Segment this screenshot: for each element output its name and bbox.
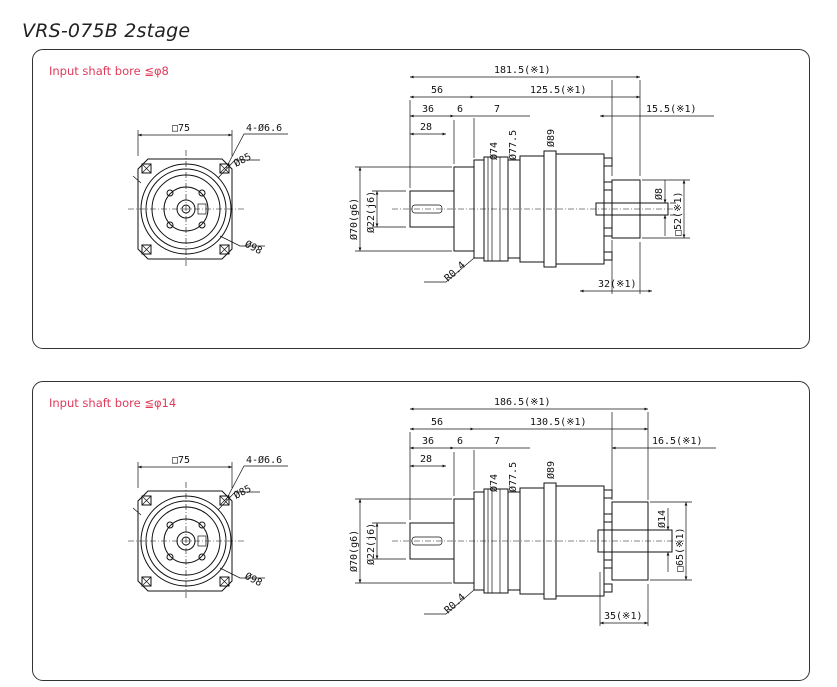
- panel-stage-bore-14: Input shaft bore ≦φ14: [32, 381, 810, 681]
- dim-89: Ø89: [545, 129, 557, 147]
- dim-36: 36: [422, 436, 434, 447]
- dim-input: Ø8: [653, 188, 665, 200]
- dim-74: Ø74: [488, 474, 500, 492]
- dim-input: Ø14: [656, 510, 668, 528]
- dim-7: 7: [494, 104, 500, 115]
- dim-125: 130.5(※1): [530, 417, 587, 428]
- dim-22: Ø22(j6): [365, 191, 377, 233]
- dim-28: 28: [420, 122, 432, 133]
- dim-56: 56: [431, 417, 443, 428]
- total-length-dim: 186.5(※1): [494, 397, 551, 408]
- panel-0-drawing: □75 4-Ø6.6 Ø85 Ø98: [128, 65, 714, 294]
- dim-15: 15.5(※1): [646, 104, 697, 115]
- pcd-dim: Ø85: [232, 151, 254, 170]
- dim-bottom: 32(※1): [598, 279, 636, 290]
- panel-1-drawing: □75 4-Ø6.6 Ø85 Ø98: [128, 397, 716, 626]
- dim-6: 6: [457, 436, 463, 447]
- front-view: □75 4-Ø6.6 Ø85 Ø98: [128, 454, 288, 600]
- dim-7: 7: [494, 436, 500, 447]
- square-dim: □75: [172, 455, 190, 466]
- side-view: 181.5(※1) 56 125.5(※1) 36 6 7 15.5(※1) 2…: [348, 65, 714, 294]
- drawing-title: VRS-075B 2stage: [22, 20, 191, 42]
- dim-15: 16.5(※1): [652, 436, 703, 447]
- dim-70: Ø70(g6): [348, 198, 360, 240]
- dim-89: Ø89: [545, 461, 557, 479]
- total-length-dim: 181.5(※1): [494, 65, 551, 76]
- dim-22: Ø22(j6): [365, 523, 377, 565]
- panel-stage-bore-8: Input shaft bore ≦φ8: [32, 49, 810, 349]
- dim-square: □52(※1): [673, 191, 684, 236]
- side-view: 186.5(※1) 56 130.5(※1) 36 6 7 16.5(※1) 2…: [348, 397, 716, 626]
- outer-dim: Ø98: [243, 570, 265, 589]
- dim-bottom: 35(※1): [604, 611, 642, 622]
- holes-dim: 4-Ø6.6: [246, 454, 282, 466]
- square-dim: □75: [172, 123, 190, 134]
- dim-r04: R0.4: [443, 592, 468, 616]
- dim-74: Ø74: [488, 142, 500, 160]
- dim-6: 6: [457, 104, 463, 115]
- dim-775: Ø77.5: [507, 130, 519, 160]
- input-shaft-bore-label: Input shaft bore ≦φ14: [49, 396, 177, 410]
- dim-square: □65(※1): [675, 527, 686, 572]
- holes-dim: 4-Ø6.6: [246, 122, 282, 134]
- dim-28: 28: [420, 454, 432, 465]
- outer-dim: Ø98: [243, 238, 265, 257]
- dim-775: Ø77.5: [507, 462, 519, 492]
- dim-r04: R0.4: [443, 260, 468, 284]
- dim-36: 36: [422, 104, 434, 115]
- dim-125: 125.5(※1): [530, 85, 587, 96]
- input-shaft-bore-label: Input shaft bore ≦φ8: [49, 64, 169, 78]
- front-view: □75 4-Ø6.6 Ø85 Ø98: [128, 122, 288, 268]
- dim-56: 56: [431, 85, 443, 96]
- pcd-dim: Ø85: [232, 483, 254, 502]
- dim-70: Ø70(g6): [348, 530, 360, 572]
